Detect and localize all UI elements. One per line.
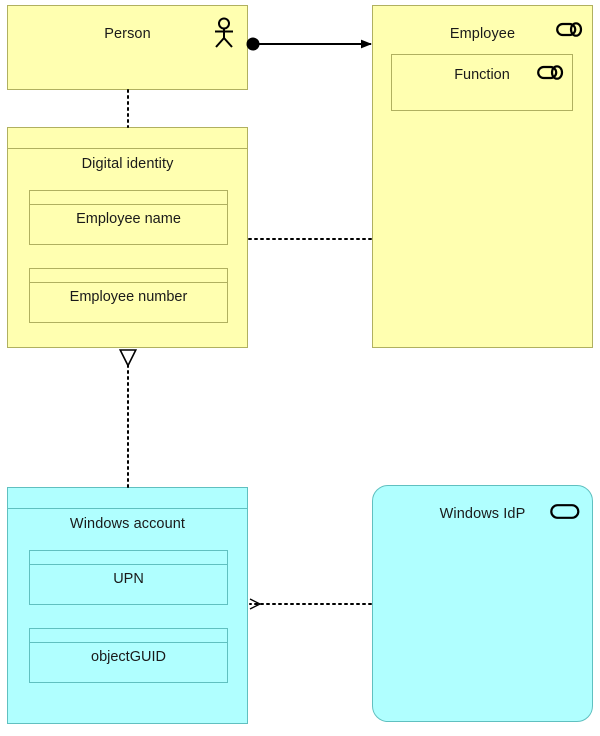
attribute-objectguid-label: objectGUID — [91, 649, 166, 665]
business-role-icon — [556, 21, 583, 38]
node-employee[interactable]: Employee Function — [372, 5, 593, 348]
attribute-objectguid[interactable]: objectGUID — [29, 628, 228, 683]
connector-person-to-employee — [246, 37, 372, 51]
attribute-header-divider — [29, 282, 228, 283]
node-digital-identity-header-divider — [8, 148, 247, 149]
attribute-header-divider — [29, 204, 228, 205]
node-employee-function-label: Function — [454, 67, 510, 83]
attribute-employee-number-label: Employee number — [69, 289, 188, 305]
actor-icon — [211, 17, 237, 49]
node-digital-identity-title: Digital identity — [81, 156, 174, 172]
node-windows-account[interactable]: Windows account UPN objectGUID — [7, 487, 248, 724]
attribute-upn[interactable]: UPN — [29, 550, 228, 605]
node-windows-account-title: Windows account — [69, 516, 186, 532]
attribute-employee-number[interactable]: Employee number — [29, 268, 228, 323]
node-digital-identity[interactable]: Digital identity Employee name Employee … — [7, 127, 248, 348]
node-person[interactable]: Person — [7, 5, 248, 90]
attribute-header-divider — [29, 564, 228, 565]
assignment-ball-marker — [246, 37, 260, 51]
node-person-title: Person — [104, 26, 151, 42]
attribute-header-divider — [29, 642, 228, 643]
attribute-employee-name[interactable]: Employee name — [29, 190, 228, 245]
node-windows-idp[interactable]: Windows IdP — [372, 485, 593, 722]
node-windows-idp-title: Windows IdP — [439, 506, 526, 522]
business-role-icon — [537, 64, 564, 81]
attribute-employee-name-label: Employee name — [76, 211, 181, 227]
node-employee-function[interactable]: Function — [391, 54, 573, 111]
attribute-upn-label: UPN — [113, 571, 144, 587]
node-windows-account-header-divider — [8, 508, 247, 509]
application-component-icon — [550, 503, 580, 520]
node-employee-title: Employee — [449, 26, 516, 42]
